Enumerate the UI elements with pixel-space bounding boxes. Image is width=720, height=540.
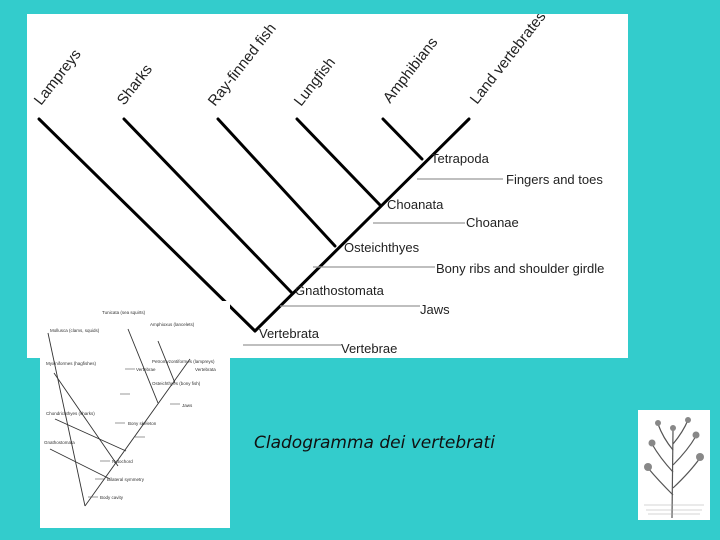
taxon-land-vertebrates: Land vertebrates (467, 14, 550, 107)
trait-choanae: Choanae (466, 215, 519, 230)
tree-foliage (644, 417, 704, 471)
inset-label: Bilateral symmetry (107, 477, 145, 482)
inset-label: Notochord (112, 459, 133, 464)
inset-label: Jaws (182, 403, 193, 408)
taxon-amphibians: Amphibians (380, 34, 442, 106)
ray-finned-branch (216, 117, 337, 248)
inset-trait-ticks (88, 368, 180, 498)
trait-vertebrae: Vertebrae (341, 341, 397, 356)
inset-cladogram-diagram: Tunicata (sea squirts) Amphioxus (lancel… (44, 310, 216, 507)
clade-gnathostomata: Gnathostomata (295, 283, 385, 298)
inset-label: Mollusca (clams, squids) (50, 328, 100, 333)
inset-label: Gnathostomata (44, 440, 75, 445)
lampreys-branch (37, 117, 257, 333)
taxon-lungfish: Lungfish (291, 54, 339, 109)
inset-label: Chondrichthyes (sharks) (46, 411, 95, 416)
inset-cladogram-image: Tunicata (sea squirts) Amphioxus (lancel… (40, 301, 230, 528)
inset-label: Tunicata (sea squirts) (102, 310, 146, 315)
trait-fingers-toes: Fingers and toes (506, 172, 603, 187)
lungfish-branch (295, 117, 382, 207)
clade-vertebrata: Vertebrata (259, 326, 320, 341)
taxon-ray-finned-fish: Ray-finned fish (205, 20, 280, 109)
inset-label: Body cavity (100, 495, 124, 500)
amphibians-branch (381, 117, 424, 161)
trait-markers (243, 178, 503, 346)
inset-label: Myxiniformes (hagfishes) (46, 361, 97, 366)
slide-caption: Cladogramma dei vertebrati (254, 433, 495, 453)
inset-label: Bony skeleton (128, 421, 157, 426)
tree-hatching (644, 504, 704, 515)
cladogram-branches (37, 117, 471, 333)
tree-trunk-and-branches (647, 419, 701, 519)
tree-of-life-thumbnail (638, 410, 710, 520)
clade-tetrapoda: Tetrapoda (431, 151, 490, 166)
inset-branches (47, 328, 191, 507)
trait-jaws: Jaws (420, 302, 450, 317)
inset-label: Petromyzontiformes (lampreys) (152, 359, 215, 364)
inset-label: Vertebrata (195, 367, 216, 372)
tree-illustration (644, 417, 704, 519)
land-vertebrates-main-branch (253, 117, 471, 333)
inset-label: Amphioxus (lancelets) (150, 322, 195, 327)
taxon-sharks: Sharks (114, 61, 156, 108)
sharks-branch (122, 117, 294, 295)
taxon-lampreys: Lampreys (31, 46, 85, 108)
clade-osteichthyes: Osteichthyes (344, 240, 420, 255)
inset-label: Osteichthyes (bony fish) (152, 381, 201, 386)
trait-bony-ribs: Bony ribs and shoulder girdle (436, 261, 604, 276)
cladogram-diagram: Lampreys Sharks Ray-finned fish Lungfish… (31, 14, 605, 356)
clade-choanata: Choanata (387, 197, 444, 212)
inset-label: Vertebrae (136, 367, 156, 372)
cladogram-panel: Lampreys Sharks Ray-finned fish Lungfish… (27, 14, 628, 358)
